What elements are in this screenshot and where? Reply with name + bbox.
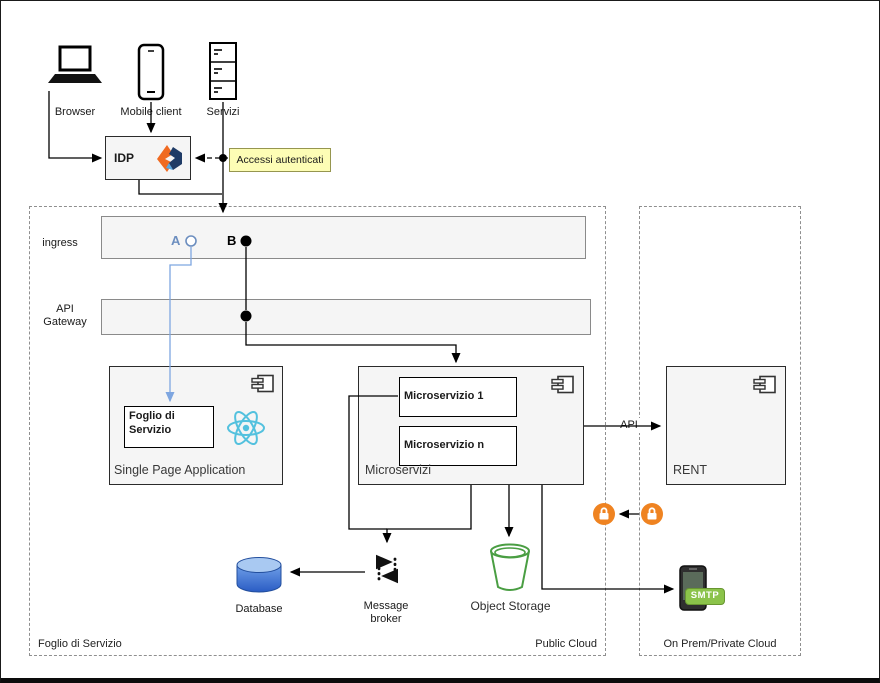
servizi-label: Servizi [206,106,240,118]
note-label: Accessi autenticati [236,154,324,166]
idp-box: IDP [105,136,191,180]
rent-title: RENT [673,463,708,477]
api-gateway-bar [101,299,591,335]
laptop-icon [45,45,105,92]
idp-logo-icon [153,142,185,174]
note-accessi-autenticati: Accessi autenticati [229,148,331,172]
spa-inner-box: Foglio di Servizio [124,406,214,448]
spa-inner-label: Foglio di Servizio [129,410,175,436]
wire-idp-ingress [138,180,222,195]
component-icon [551,375,575,399]
port-a-label: A [171,233,181,248]
note-junction-dot [219,154,227,162]
spa-title: Single Page Application [114,463,246,477]
wire-browser-idp [48,91,103,163]
spa-box: Foglio di Servizio Single Page Applicati… [109,366,283,485]
message-broker-label: Message broker [363,600,409,626]
object-storage-icon [489,542,531,597]
mobile-client-label: Mobile client [120,106,182,118]
port-b-label: B [227,233,237,248]
api-gateway-label: API Gateway [43,303,87,329]
browser-label: Browser [54,106,96,118]
microservice-1-label: Microservizio 1 [404,390,484,403]
zone-label-on-prem: On Prem/Private Cloud [663,638,777,650]
ingress-bar [101,216,586,259]
database-icon [234,555,284,600]
server-icon [207,41,239,106]
zone-label-public-cloud: Public Cloud [535,638,597,650]
api-connection-label: API [613,418,645,433]
message-broker-icon [368,550,406,593]
lock-icon [640,502,664,531]
ingress-label: ingress [42,237,78,249]
microservices-title: Microservizi [365,463,431,477]
microservice-n-box: Microservizio n [399,426,517,466]
database-label: Database [235,603,283,615]
idp-label: IDP [114,151,135,165]
zone-public-cloud: Foglio di Servizio Public Cloud [29,206,606,656]
lock-icon [592,502,616,531]
microservice-n-label: Microservizio n [404,439,485,452]
microservice-1-box: Microservizio 1 [399,377,517,417]
microservices-box: Microservizio 1 Microservizio n Microser… [358,366,584,485]
component-icon [251,374,275,398]
rent-box: RENT [666,366,786,485]
mobile-icon [137,43,165,106]
object-storage-label: Object Storage [470,599,551,613]
zone-label-foglio: Foglio di Servizio [38,638,122,650]
react-icon [224,409,268,452]
smtp-badge: SMTP [685,588,725,605]
component-icon [753,375,777,399]
